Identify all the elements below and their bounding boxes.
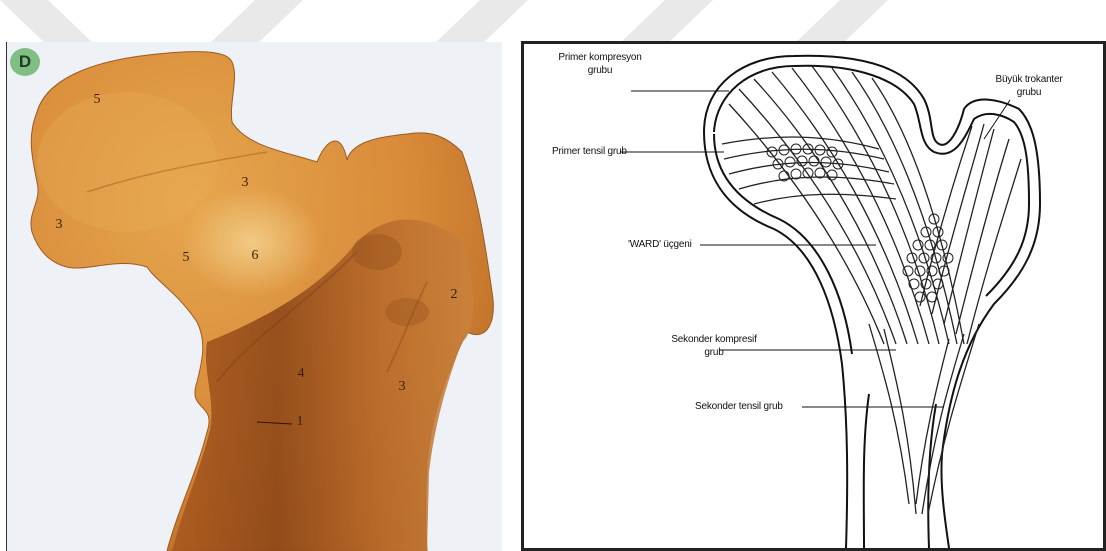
femur-outline-outer <box>704 56 1040 548</box>
photo-label: 6 <box>248 248 262 264</box>
photo-label: 2 <box>447 287 461 303</box>
label-primer-tensil: Primer tensil grub <box>552 146 627 158</box>
label-sekonder-kompresif: Sekonder kompresif <box>659 334 769 346</box>
photo-label: 3 <box>238 175 252 191</box>
femur-section-photo: D 5 3 3 5 6 2 4 3 1 <box>6 42 502 551</box>
panel-badge-d: D <box>10 48 40 76</box>
photo-label: 1 <box>293 414 307 430</box>
label-ward-ucgeni: 'WARD' üçgeni <box>628 239 692 251</box>
label-primer-kompresyon-grubu: grubu <box>550 65 650 77</box>
label-sekonder-tensil: Sekonder tensil grub <box>695 401 783 413</box>
photo-label: 4 <box>294 366 308 382</box>
trabecular-diagram: Primer kompresyon grubu Büyük trokanter … <box>521 41 1106 551</box>
photo-label: 5 <box>90 92 104 108</box>
label-primer-kompresyon: Primer kompresyon <box>550 52 650 64</box>
label-buyuk-trokanter: Büyük trokanter <box>979 74 1079 86</box>
watermark-chevrons <box>0 0 1106 45</box>
label-sekonder-kompresif-grub: grub <box>659 347 769 359</box>
photo-label: 3 <box>395 379 409 395</box>
label-buyuk-trokanter-grubu: grubu <box>979 87 1079 99</box>
photo-label: 3 <box>52 217 66 233</box>
photo-label: 5 <box>179 250 193 266</box>
